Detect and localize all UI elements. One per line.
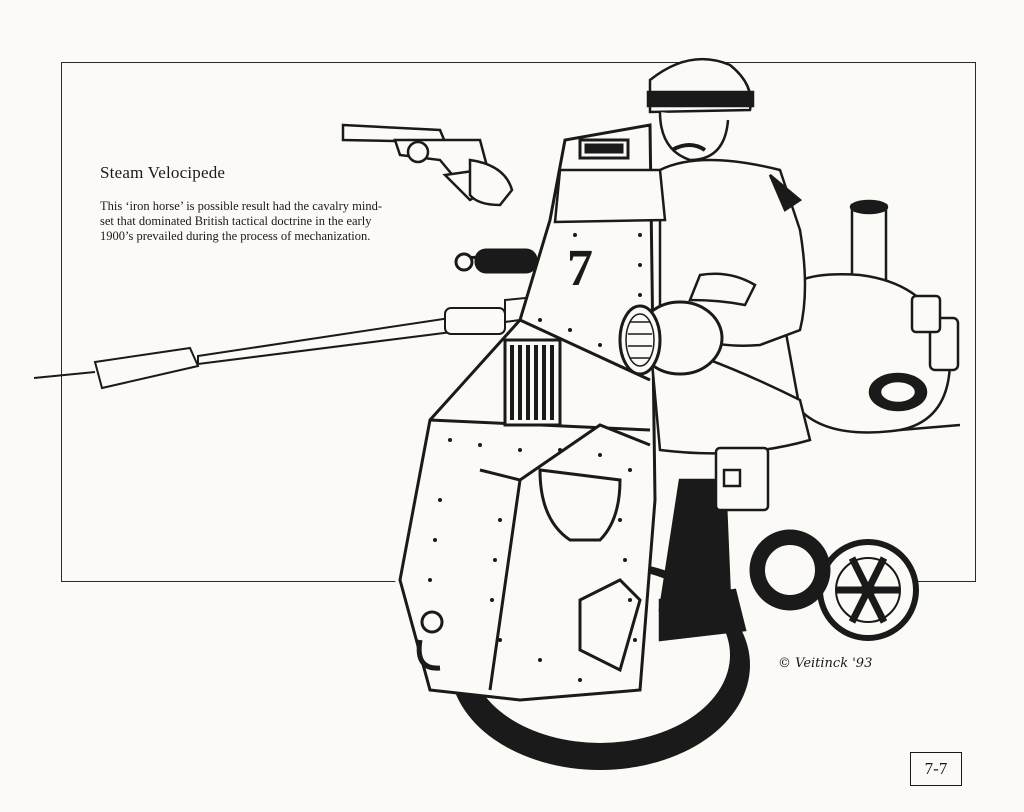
artist-signature: © Veitinck '93 <box>778 656 873 671</box>
caption-title: Steam Velocipede <box>100 163 226 182</box>
headlamp-icon <box>618 300 724 376</box>
armor-shield-icon <box>398 123 657 702</box>
boiler-icon <box>778 199 961 434</box>
rivets-icon <box>428 173 642 682</box>
page-number: 7-7 <box>910 752 962 786</box>
rear-wheel-icon <box>749 529 919 641</box>
handlebar-icon <box>454 248 538 274</box>
caption-body: This ‘iron horse’ is possible result had… <box>100 199 382 243</box>
soldier-rider-icon <box>553 57 812 642</box>
armor-number: 7 <box>567 240 593 297</box>
revolver-icon <box>341 123 514 207</box>
caption-block: Steam Velocipede This ‘iron horse’ is po… <box>100 163 390 244</box>
